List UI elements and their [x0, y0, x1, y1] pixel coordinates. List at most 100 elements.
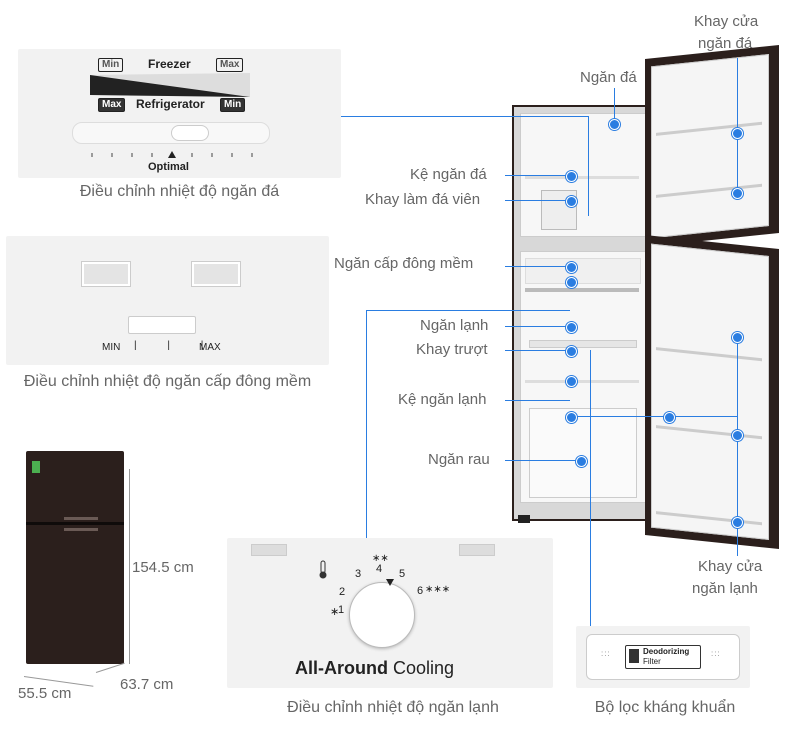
marker-ngan-rau	[576, 456, 587, 467]
fridge-thumbnail	[26, 451, 124, 664]
leader-khay-cua-da	[737, 58, 738, 193]
vegetable-crisper	[529, 408, 637, 498]
filter-icon	[629, 649, 639, 663]
filter-caption: Bộ lọc kháng khuẩn	[594, 699, 736, 716]
marker-ngan-da	[609, 119, 620, 130]
fridge-dial-caption: Điều chỉnh nhiệt độ ngăn lạnh	[287, 699, 499, 716]
leader-ke-ngan-da	[505, 175, 570, 176]
marker-khay-cua-lanh-1	[732, 332, 743, 343]
filter-device: ::: Deodorizing Filter :::	[586, 634, 740, 680]
callout-khay-cua-ngan-da-2: ngăn đá	[698, 35, 753, 52]
leader-freezer-panel-drop	[588, 116, 589, 216]
dial-panel-slot-right	[459, 544, 495, 556]
freezer-shelf	[525, 176, 639, 179]
height-dim-line	[129, 469, 130, 664]
marker-ngan-lanh	[566, 322, 577, 333]
freezer-slider-knob[interactable]	[171, 125, 209, 141]
fridge-door-shelf-1	[656, 317, 762, 362]
depth-dimension: 63.7 cm	[120, 676, 174, 693]
freezer-max-tag: Max	[216, 58, 244, 72]
thumb-handle-top	[64, 517, 98, 520]
dial-number-4: 4	[376, 563, 383, 575]
filter-panel: ::: Deodorizing Filter :::	[576, 626, 750, 688]
leader-ngan-da	[614, 88, 615, 123]
freezer-door	[645, 44, 779, 248]
leader-ngan-cap-dong	[505, 266, 570, 267]
logo-rest-part: Cooling	[387, 658, 455, 678]
freezer-ticks	[91, 151, 253, 158]
softfreeze-indicator-left	[82, 262, 130, 286]
freezer-temp-caption: Điều chỉnh nhiệt độ ngăn đá	[79, 183, 280, 200]
energy-label-sticker	[32, 461, 40, 473]
leader-ngan-rau	[505, 460, 580, 461]
freezer-slider-track[interactable]	[72, 122, 270, 144]
freezer-label: Freezer	[148, 57, 191, 71]
fridge-door-shelf-3	[656, 481, 762, 526]
marker-khay-cua-lanh-3	[732, 517, 743, 528]
dial-pointer	[386, 579, 394, 586]
leader-khay-cua-lanh	[737, 336, 738, 556]
leader-khay-truot	[505, 350, 570, 351]
fridge-compartment	[520, 251, 646, 503]
dial-stars-6: ∗∗∗	[425, 584, 451, 595]
leader-ngan-lanh	[505, 326, 570, 327]
callout-khay-cua-ngan-lanh-2: ngăn lạnh	[692, 580, 758, 597]
softfreeze-temp-panel: MIN | | | MAX	[6, 236, 329, 365]
softfreeze-indicator-right	[192, 262, 240, 286]
leader-ke-lanh-right	[572, 416, 737, 417]
logo-bold-part: All-Around	[295, 658, 388, 678]
width-dimension: 55.5 cm	[18, 685, 72, 702]
dial-stars-1: ∗	[330, 606, 340, 618]
temperature-dial[interactable]	[349, 579, 415, 648]
callout-ngan-da: Ngăn đá	[580, 69, 637, 86]
leader-freezer-panel	[341, 116, 589, 117]
leader-dial	[366, 310, 367, 538]
thumb-door-gap	[26, 522, 124, 525]
softfreeze-slider[interactable]	[128, 316, 196, 334]
marker-khay-cua-da-2	[732, 188, 743, 199]
fridge-foot-left	[518, 515, 530, 523]
callout-khay-cua-ngan-da-1: Khay cửa	[694, 13, 759, 30]
fridge-body	[512, 105, 652, 523]
marker-khay-cua-da-1	[732, 128, 743, 139]
freezer-door-shelf-2	[656, 183, 762, 198]
marker-ke-ngan-lanh-2	[566, 412, 577, 423]
marker-ke-ngan-da	[566, 171, 577, 182]
freezer-door-shelf-1	[656, 121, 762, 136]
dial-number-6: 6	[417, 585, 424, 597]
freezer-door-inner	[651, 54, 769, 239]
dial-number-3: 3	[355, 568, 362, 580]
softfreeze-drawer	[525, 258, 641, 284]
callout-khay-cua-ngan-lanh-1: Khay cửa	[698, 558, 763, 575]
marker-khay-cua-lanh-2	[732, 430, 743, 441]
marker-ke-ngan-lanh-1	[566, 376, 577, 387]
softfreeze-ticks: | | |	[134, 340, 218, 351]
filter-label-box: Deodorizing Filter	[625, 645, 701, 669]
dial-panel-slot-left	[251, 544, 287, 556]
marker-ke-ngan-lanh-3	[664, 412, 675, 423]
filter-text-2: Filter	[643, 657, 661, 666]
softfreeze-min-label: MIN	[102, 342, 121, 353]
freezer-min-tag: Min	[98, 58, 124, 72]
callout-khay-lam-da: Khay làm đá viên	[365, 191, 481, 208]
callout-ngan-rau: Ngăn rau	[428, 451, 490, 468]
thermometer-icon	[319, 560, 327, 579]
dial-number-5: 5	[399, 568, 406, 580]
leader-dial-top	[366, 310, 570, 311]
depth-dim-line	[95, 662, 125, 673]
marker-khay-truot	[566, 346, 577, 357]
fridge-divider	[525, 288, 639, 292]
fridge-dial-panel: ∗ 1 2 3 ∗∗ 4 5 6 ∗∗∗ All-Around Cooling	[227, 538, 553, 688]
leader-ke-ngan-lanh	[505, 400, 570, 401]
callout-khay-truot: Khay trượt	[416, 341, 488, 358]
dial-number-2: 2	[339, 586, 346, 598]
fridge-door	[645, 234, 779, 550]
dial-stars-4: ∗∗	[372, 553, 389, 564]
softfreeze-temp-caption: Điều chỉnh nhiệt độ ngăn cấp đông mềm	[23, 373, 312, 390]
refrigerator-label: Refrigerator	[136, 97, 205, 111]
thumb-handle-bottom	[64, 528, 98, 531]
sliding-shelf	[529, 340, 637, 348]
fridge-max-tag: Max	[98, 98, 126, 112]
filter-dots-right: :::	[711, 649, 721, 658]
fridge-min-tag: Min	[220, 98, 246, 112]
